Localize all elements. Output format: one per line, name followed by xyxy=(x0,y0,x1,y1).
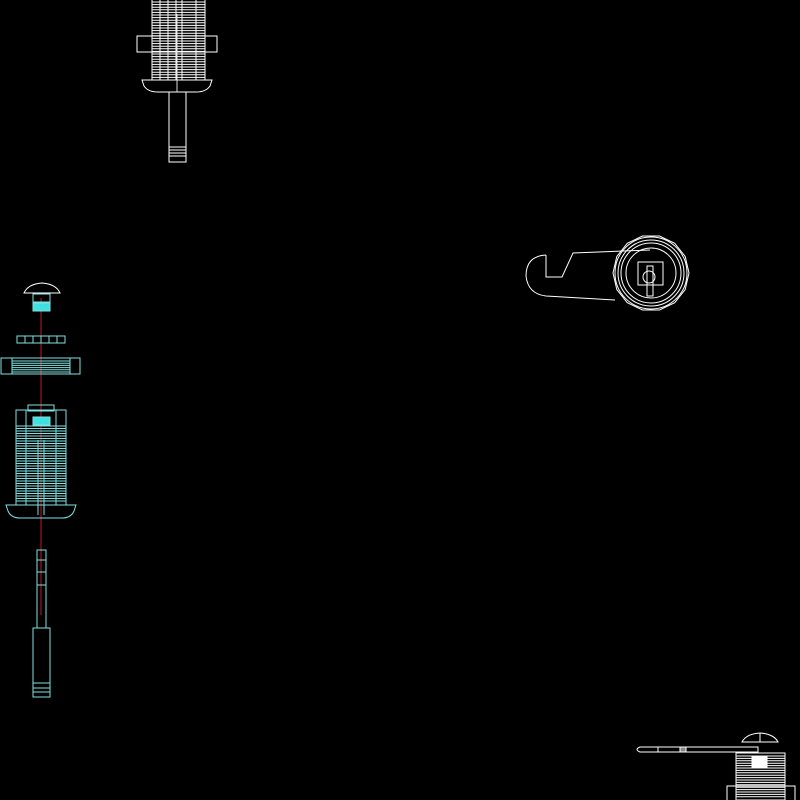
cam-seat-fill xyxy=(751,756,768,768)
key-cylinder xyxy=(642,270,656,284)
nut-core xyxy=(151,35,206,53)
key-tube xyxy=(32,627,51,698)
lock-ring xyxy=(614,236,688,310)
hex-nut-outline xyxy=(612,235,690,311)
nut-core xyxy=(11,357,71,375)
lock-ring xyxy=(620,242,682,304)
cam-arm xyxy=(636,746,759,753)
arm-mark xyxy=(679,746,687,753)
flange xyxy=(5,504,77,519)
screw-head xyxy=(23,282,61,294)
body-top-cap xyxy=(27,404,55,412)
lock-ring xyxy=(625,247,677,299)
cam-arm xyxy=(525,249,651,301)
cam-lock-exploded-view xyxy=(0,282,81,698)
screw-neck xyxy=(32,293,51,303)
screw-neck-fill xyxy=(32,302,51,312)
cam-lock-front-view xyxy=(525,235,690,311)
lock-ring xyxy=(617,239,685,307)
key-slot xyxy=(646,265,654,297)
cam-lock-side-view-top xyxy=(136,0,218,163)
keyway-square xyxy=(637,261,664,286)
shaft xyxy=(168,91,187,163)
cam-lock-assembled-side-view xyxy=(636,732,796,800)
mounting-nut xyxy=(726,785,796,800)
lock-body xyxy=(735,752,786,800)
flange xyxy=(141,79,213,93)
cam-seat-fill xyxy=(32,416,51,426)
